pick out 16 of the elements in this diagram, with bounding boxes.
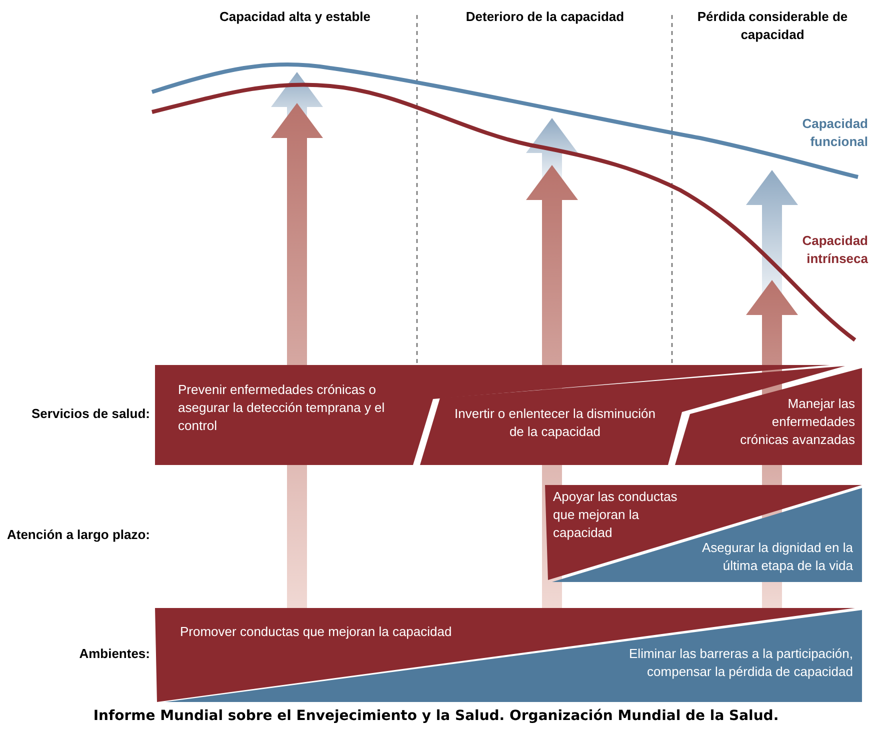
band-text: Asegurar la dignidad en la última etapa de la vida (700, 539, 853, 575)
label-text: Ambientes: (78, 645, 150, 663)
label-text: Atención a largo plazo: (6, 526, 150, 544)
label-text: Capacidad funcional (801, 115, 868, 151)
label-text: Deterioro de la capacidad (464, 8, 626, 26)
band-text: Promover conductas que mejoran la capacidad (180, 623, 453, 641)
band-text: Invertir o enlentecer la disminución de la capacidad (454, 405, 656, 441)
label-text: Capacidad intrínseca (801, 232, 868, 268)
band-text: Manejar las enfermedades crónicas avanzadas (739, 395, 855, 449)
band-text: Apoyar las conductas que mejoran la capacidad (553, 488, 678, 542)
caption: Informe Mundial sobre el Envejecimiento y la Salud. Organización Mundial de la Salud. (92, 707, 780, 726)
label-text: Servicios de salud: (30, 405, 150, 423)
band-text: Prevenir enfermedades crónicas o asegurar la detección temprana y el control (178, 381, 386, 435)
label-text: Pérdida considerable de capacidad (696, 8, 849, 44)
band-text: Eliminar las barreras a la participación, compensar la pérdida de capacidad (628, 645, 853, 681)
label-text: Capacidad alta y estable (218, 8, 372, 26)
